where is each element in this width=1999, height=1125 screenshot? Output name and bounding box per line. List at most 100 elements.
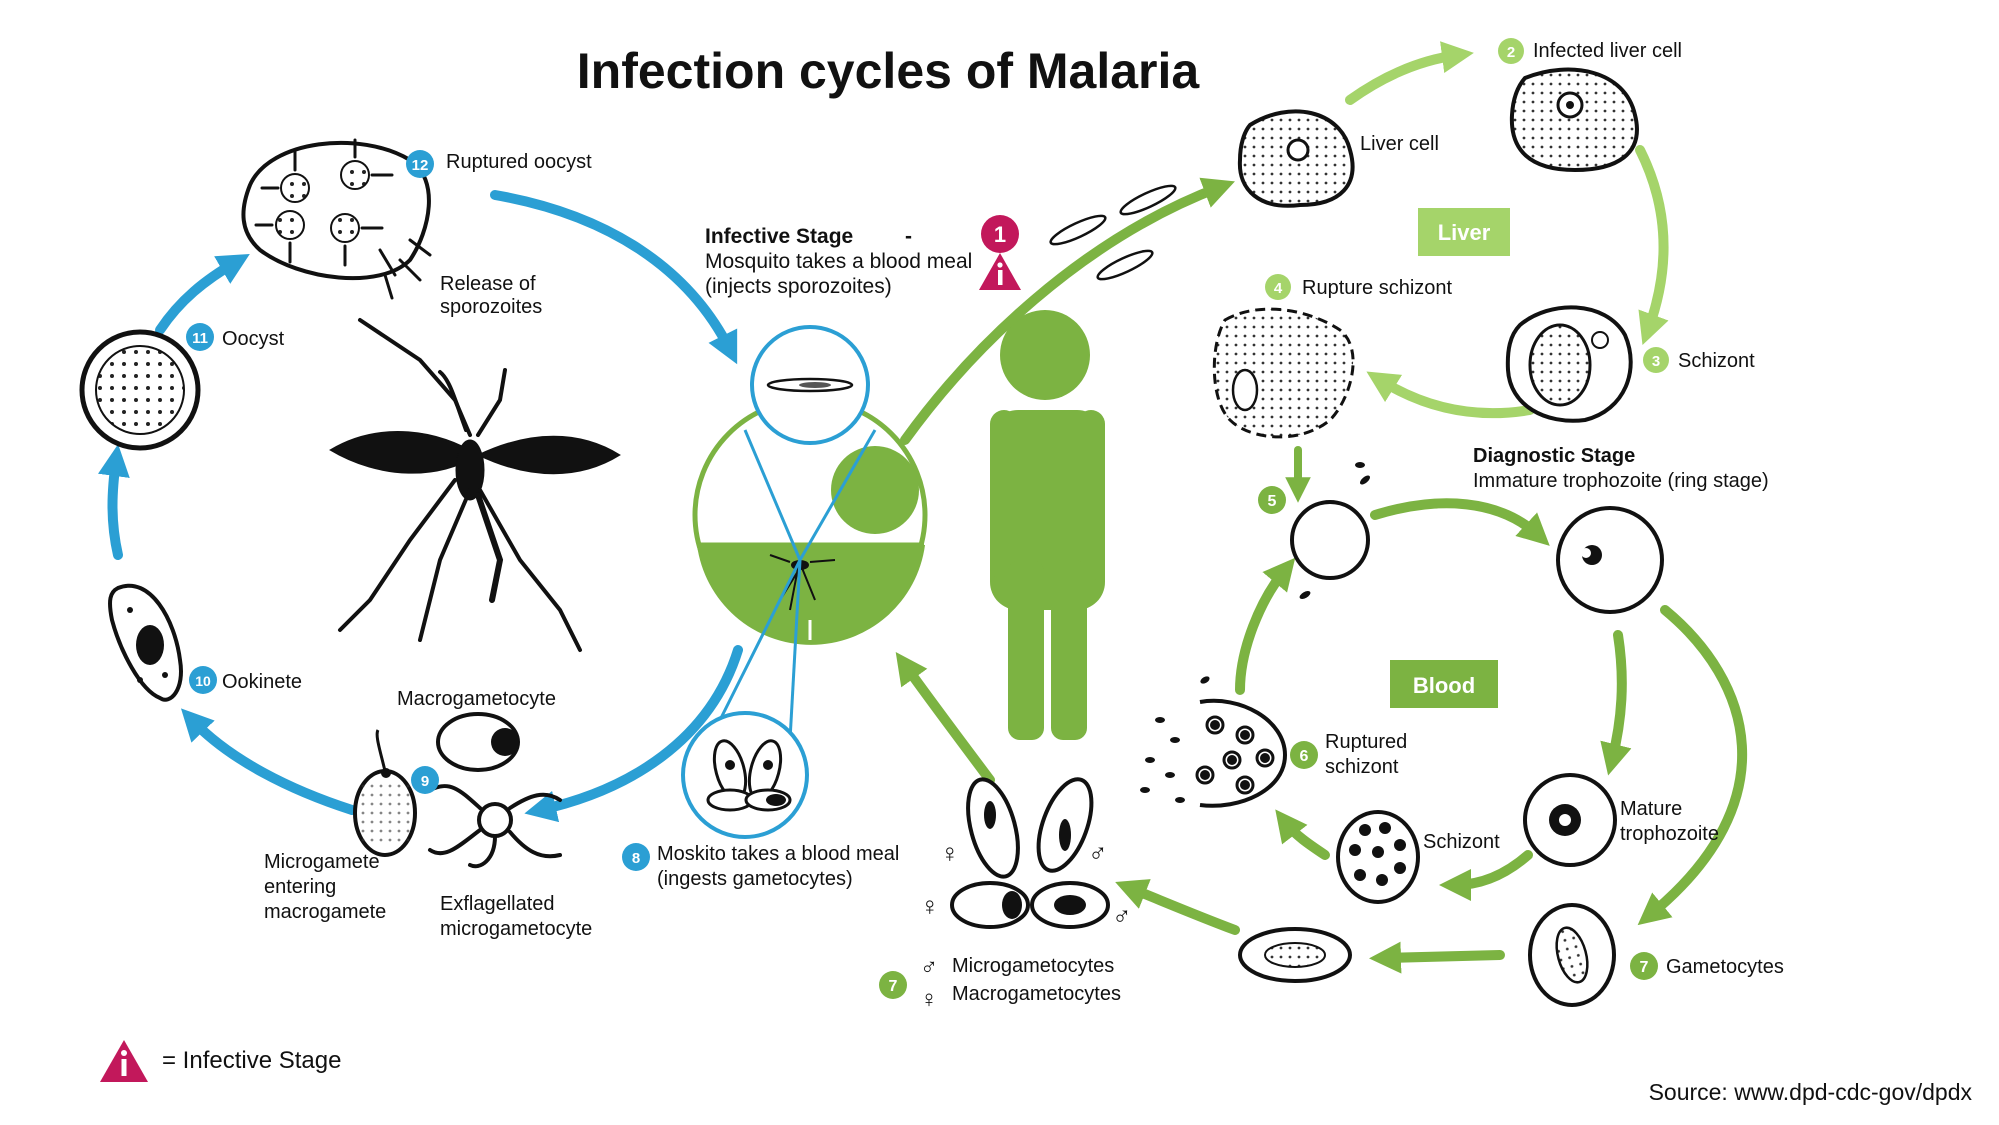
bite-circle	[692, 397, 928, 645]
mature-label-1: Mature	[1620, 798, 1682, 820]
ruptured-schizont-cell	[1140, 676, 1288, 808]
ookinete-cell	[108, 583, 183, 702]
stage-5-number: 5	[1268, 493, 1277, 510]
arrow-11-to-12	[155, 253, 250, 335]
diagnostic-label-2: Immature trophozoite (ring stage)	[1473, 470, 1769, 492]
source-credit: Source: www.dpd-cdc-gov/dpdx	[1649, 1079, 1973, 1105]
stage-3-number: 3	[1652, 353, 1660, 370]
stage-7b-label-1: Microgametocytes	[952, 955, 1114, 977]
arrow-ruptured-to-5	[1235, 557, 1296, 695]
macrogametocyte-cell	[436, 712, 520, 772]
human-silhouette	[990, 310, 1105, 740]
infective-stage-icon	[979, 253, 1021, 290]
stage-4-number: 4	[1274, 280, 1283, 297]
blood-schizont-label: Schizont	[1423, 831, 1500, 853]
stage-5-rbc	[1290, 500, 1370, 580]
stage-2-label: Infected liver cell	[1533, 40, 1682, 62]
stage-11-badge	[186, 323, 214, 351]
female-symbol-3: ♀	[920, 986, 938, 1013]
liver-cell-label: Liver cell	[1360, 133, 1439, 155]
microgamete-entering-cell	[353, 729, 417, 857]
diagnostic-label-1: Diagnostic Stage	[1473, 445, 1635, 467]
infective-stage-line3: (injects sporozoites)	[705, 275, 892, 298]
rupture-schizont-cell	[1212, 307, 1355, 439]
stage-7b-number: 7	[889, 978, 898, 995]
stage-7b-badge	[879, 971, 907, 999]
stage-11-label: Oocyst	[222, 328, 285, 350]
infective-stage-line2: Mosquito takes a blood meal	[705, 250, 972, 273]
microgamete-label-3: macrogamete	[264, 901, 386, 923]
arrow-ring-to-gametocytes	[1637, 605, 1748, 926]
male-symbol-3: ♂	[920, 954, 938, 981]
macrogametocyte-label: Macrogametocyte	[397, 688, 556, 710]
stage-4-badge	[1265, 274, 1291, 300]
oval-gametocyte-cell	[1238, 927, 1352, 983]
exflagellated-label-1: Exflagellated	[440, 893, 555, 915]
stage-6-label-2: schizont	[1325, 756, 1399, 778]
stage-7b-label-2: Macrogametocytes	[952, 983, 1121, 1005]
legend-text: = Infective Stage	[162, 1047, 341, 1074]
stage-8-label-1: Moskito takes a blood meal	[657, 843, 899, 865]
microgamete-label-2: entering	[264, 876, 336, 898]
stage-2-number: 2	[1507, 44, 1515, 61]
exflagellated-microgametocyte-cell	[428, 784, 562, 869]
male-symbol-2: ♂	[1112, 901, 1132, 931]
mature-label-2: trophozoite	[1620, 823, 1719, 845]
release-label-1: Release of	[440, 273, 536, 295]
stage-7a-label: Gametocytes	[1666, 956, 1784, 978]
release-label-2: sporozoites	[440, 296, 542, 318]
stage-10-label: Ookinete	[222, 671, 302, 693]
mature-trophozoite-cell	[1523, 773, 1617, 867]
sporozoites	[1049, 184, 1177, 281]
arrow-infected-to-schizont	[1635, 145, 1669, 346]
stage-12-badge	[406, 150, 434, 178]
arrow-gametocytes-to-oval	[1369, 941, 1505, 974]
arrow-schizont-to-rupture	[1366, 371, 1535, 419]
stage-7a-number: 7	[1640, 959, 1649, 976]
arrow-schizont-to-ruptured	[1275, 809, 1330, 860]
microgamete-label-1: Microgamete	[264, 851, 380, 873]
liver-schizont-cell	[1505, 305, 1633, 423]
infective-stage-title: Infective Stage	[705, 225, 853, 248]
exflagellated-label-2: microgametocyte	[440, 918, 592, 940]
gametocyte-zoom-circle	[681, 711, 809, 839]
stage-4-label: Rupture schizont	[1302, 277, 1453, 299]
stage-1-number: 1	[994, 222, 1006, 247]
stage-10-badge	[189, 666, 217, 694]
stage-7a-badge	[1630, 952, 1658, 980]
stage-3-label: Schizont	[1678, 350, 1755, 372]
blood-box	[1390, 660, 1498, 708]
page-title: Infection cycles of Malaria	[577, 43, 1201, 99]
arrow-8-to-9	[524, 645, 743, 823]
stage-6-badge	[1290, 741, 1318, 769]
liver-box-label: Liver	[1438, 220, 1491, 245]
stage-6-label-1: Ruptured	[1325, 731, 1407, 753]
stage-12-label: Ruptured oocyst	[446, 151, 592, 173]
arrow-infective-to-liver	[900, 177, 1235, 445]
liver-cell	[1237, 109, 1355, 208]
liver-box	[1418, 208, 1510, 256]
legend-infective-icon	[100, 1040, 148, 1082]
sporozoite-zoom-circle	[750, 325, 870, 445]
arrow-mature-to-schizont	[1439, 850, 1533, 901]
infective-stage-dash: -	[905, 225, 912, 248]
stage-1-badge	[981, 215, 1019, 253]
arrow-gametocytes-to-mosquito	[895, 651, 995, 785]
blood-schizont-cell	[1336, 810, 1420, 904]
blood-box-label: Blood	[1413, 673, 1475, 698]
mosquito-cycle-arrows	[98, 190, 743, 823]
female-symbol-2: ♀	[920, 891, 940, 921]
ruptured-oocyst-cell	[241, 138, 432, 300]
merozoites	[1299, 462, 1370, 599]
oocyst-cell	[79, 329, 201, 451]
infected-liver-cell	[1509, 67, 1639, 173]
arrow-12-to-infective	[490, 190, 738, 365]
gametocyte-pair-cells	[950, 777, 1110, 929]
stage-10-number: 10	[195, 673, 211, 689]
human-cycle-arrows	[895, 41, 1748, 974]
arrow-5-to-ring	[1370, 498, 1550, 546]
stage-2-badge	[1498, 38, 1524, 64]
stage-9-badge	[411, 766, 439, 794]
stage-8-badge	[622, 843, 650, 871]
